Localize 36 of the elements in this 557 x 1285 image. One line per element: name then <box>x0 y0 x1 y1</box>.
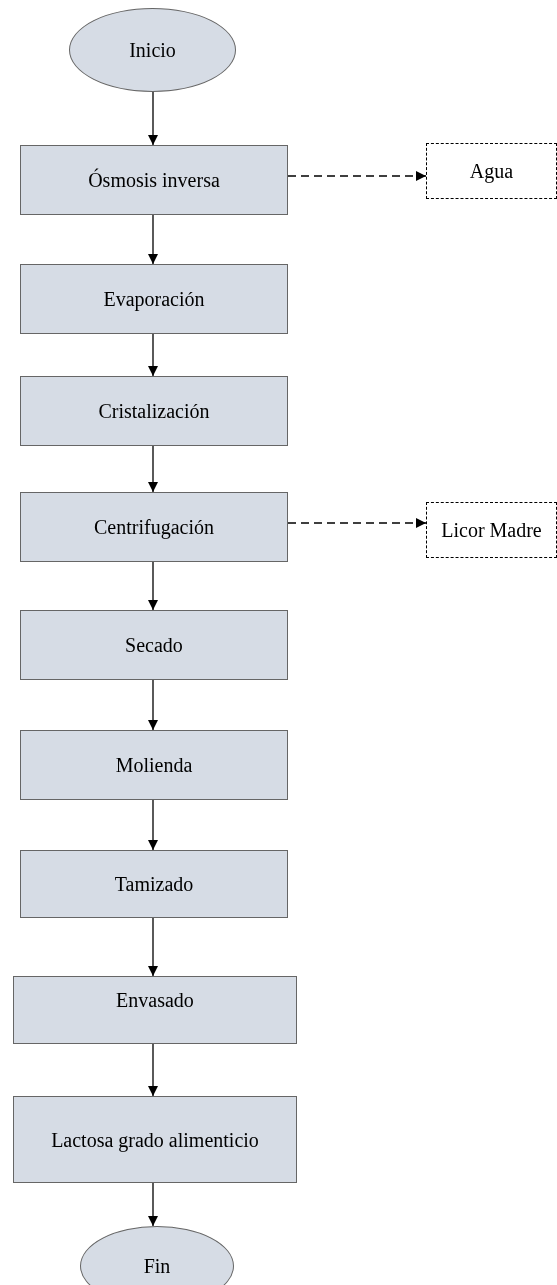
process-box <box>20 376 288 446</box>
arrow <box>148 679 158 731</box>
arrow <box>148 214 158 265</box>
arrow <box>148 91 158 146</box>
node-label: Agua <box>469 159 514 184</box>
process-box <box>20 850 288 918</box>
node-label: Molienda <box>115 753 193 778</box>
node-label: Envasado <box>116 988 194 1013</box>
node-label: Licor Madre <box>441 518 542 543</box>
arrow <box>148 917 158 977</box>
node-label: Secado <box>125 633 183 658</box>
node-label: Evaporación <box>103 287 205 312</box>
output-box <box>426 143 557 199</box>
arrow <box>148 1043 158 1097</box>
arrow <box>148 799 158 851</box>
arrow <box>148 445 158 493</box>
node-label: Inicio <box>129 38 176 63</box>
process-box <box>20 610 288 680</box>
arrow <box>287 171 427 181</box>
process-box <box>20 145 288 215</box>
node-label: Tamizado <box>114 872 194 897</box>
arrow <box>148 561 158 611</box>
node-label: Fin <box>143 1254 171 1279</box>
arrow <box>148 1182 158 1227</box>
process-box <box>20 264 288 334</box>
node-label: Cristalización <box>98 399 210 424</box>
process-box <box>13 1096 297 1183</box>
process-box <box>13 976 297 1044</box>
process-box <box>20 730 288 800</box>
node-label: Lactosa grado alimenticio <box>51 1127 259 1153</box>
output-box <box>426 502 557 558</box>
arrow <box>287 518 427 528</box>
arrow <box>148 333 158 377</box>
process-box <box>20 492 288 562</box>
node-label: Centrifugación <box>94 515 214 540</box>
node-label: Ósmosis inversa <box>88 167 220 193</box>
